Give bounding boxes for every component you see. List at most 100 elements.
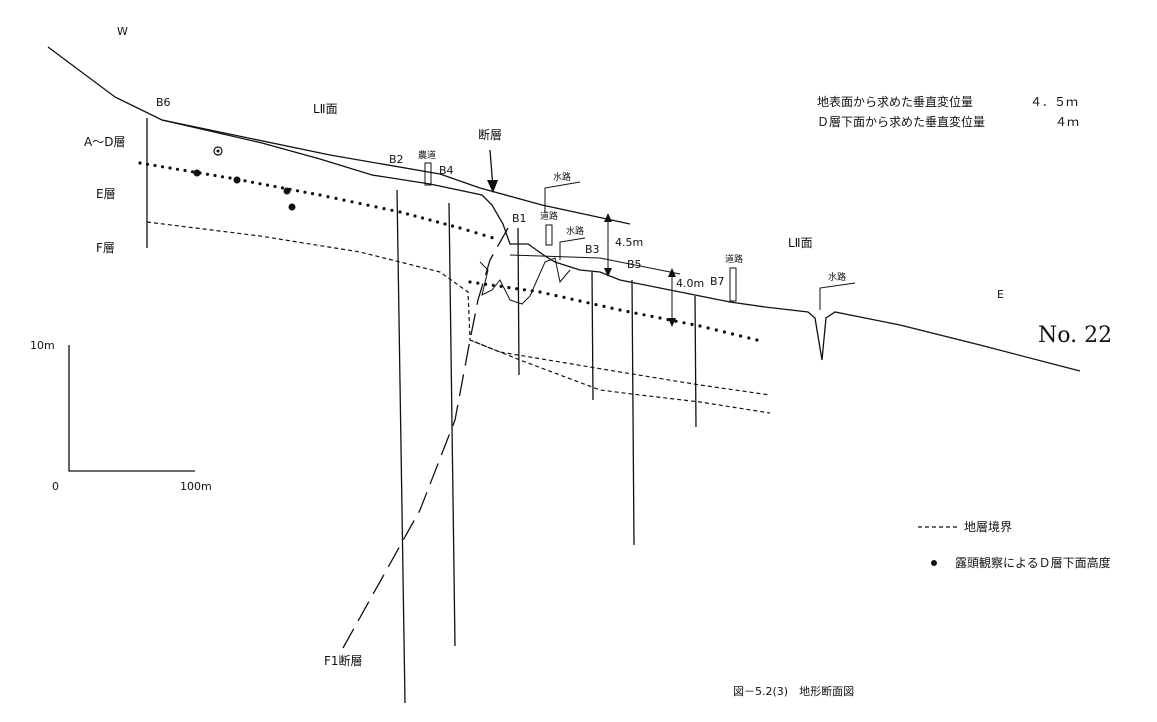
scale-bar xyxy=(68,345,195,472)
dotted-line-dot xyxy=(626,310,630,314)
offset-upper-label: 4.5m xyxy=(615,236,643,249)
dotted-line-dot xyxy=(739,334,743,338)
borehole-label-b1: B1 xyxy=(512,212,527,225)
scale-zero-label: 0 xyxy=(52,480,59,493)
dotted-line-dot xyxy=(273,184,277,189)
dotted-line-dot xyxy=(586,301,590,305)
fault-label: 断層 xyxy=(478,127,502,142)
borehole-b7-line xyxy=(694,295,697,428)
dotted-line-dot xyxy=(318,193,322,197)
road-1-label: 道路 xyxy=(540,210,558,222)
layer-boundary-lower xyxy=(469,339,771,414)
dotted-line-dot xyxy=(220,175,225,179)
dotted-line-dot xyxy=(265,183,270,187)
dotted-line-dot xyxy=(610,306,614,310)
dotted-line-dot xyxy=(602,304,606,308)
dotted-line-dot xyxy=(491,283,495,287)
dotted-line-dot xyxy=(175,167,180,171)
dotted-line-dot xyxy=(490,236,494,240)
dotted-line-dot xyxy=(714,328,718,332)
dotted-line-dot xyxy=(213,173,217,178)
dotted-line-dot xyxy=(398,210,402,214)
ground-surface-line xyxy=(47,46,1081,372)
dotted-line-dot xyxy=(205,172,210,176)
dotted-line-dot xyxy=(168,166,172,170)
dotted-line-dot xyxy=(450,224,455,228)
dotted-line-dot xyxy=(618,308,622,312)
dotted-line-dot xyxy=(280,186,285,190)
waterway-2-marker xyxy=(559,237,586,260)
dotted-line-dot xyxy=(405,212,410,216)
dotted-line-dot xyxy=(342,198,346,202)
dotted-line-dot xyxy=(650,314,654,318)
profile-number: No. 22 xyxy=(1038,323,1112,348)
dotted-line-dot xyxy=(722,330,727,334)
legend-outcrop-label: 露頭観察によるＤ層下面高度 xyxy=(955,555,1111,570)
borehole-b2-line xyxy=(396,189,406,704)
dotted-line-dot xyxy=(570,297,574,301)
dotted-line-dot xyxy=(326,195,330,199)
lower-terrace-line xyxy=(509,254,681,275)
fault-zone-steps xyxy=(479,257,571,305)
scale-horizontal-label: 100m xyxy=(180,480,212,493)
dotted-line-dot xyxy=(507,286,511,290)
dotted-line-dot xyxy=(522,288,527,292)
farm-road-label: 農道 xyxy=(418,149,436,161)
dotted-line-dot xyxy=(374,205,378,209)
dotted-line-dot xyxy=(145,162,150,166)
offset-4-5-arrow-top xyxy=(604,213,612,222)
dotted-line-dot xyxy=(303,190,307,194)
dotted-line-dot xyxy=(578,299,582,303)
road-1-marker xyxy=(545,224,553,246)
waterway-1-marker xyxy=(544,181,581,212)
dotted-line-dot xyxy=(476,281,480,285)
borehole-label-b2: B2 xyxy=(389,153,404,166)
road-2-label: 道路 xyxy=(725,253,743,265)
road-2-marker xyxy=(729,267,737,302)
surface-label-left: LⅡ面 xyxy=(313,102,338,116)
scarp-upper-line xyxy=(161,119,631,225)
displacement-d-label: Ｄ層下面から求めた垂直変位量 xyxy=(817,114,985,129)
dotted-line-dot xyxy=(642,313,646,317)
offset-4-0-arrow-bottom xyxy=(668,318,676,327)
dotted-line-dot xyxy=(250,180,255,184)
dotted-line-dot xyxy=(258,182,262,186)
borehole-b1-line xyxy=(517,227,520,376)
waterway-3-label: 水路 xyxy=(828,271,846,283)
dotted-line-dot xyxy=(243,179,247,183)
dotted-line-dot xyxy=(190,170,195,174)
dotted-line-dot xyxy=(546,292,550,296)
dotted-line-dot xyxy=(382,207,386,211)
outcrop-point xyxy=(288,203,296,211)
displacement-surface-label: 地表面から求めた垂直変位量 xyxy=(817,94,973,109)
outcrop-point xyxy=(233,176,241,184)
figure-caption: 図－5.2(3) 地形断面図 xyxy=(733,684,854,698)
borehole-label-b3: B3 xyxy=(585,243,600,256)
f1-fault-label: F1断層 xyxy=(324,653,363,668)
dotted-line-dot xyxy=(153,163,157,168)
scale-vertical-label: 10m xyxy=(30,339,55,352)
legend-boundary-label: 地層境界 xyxy=(964,519,1012,534)
borehole-b3-line xyxy=(591,271,594,401)
dotted-line-dot xyxy=(138,161,142,165)
dotted-line-dot xyxy=(443,222,447,226)
layer-label-e: E層 xyxy=(96,187,116,201)
dotted-line-dot xyxy=(755,338,759,342)
dotted-line-dot xyxy=(413,214,417,218)
dotted-line-dot xyxy=(730,332,735,336)
waterway-2-label: 水路 xyxy=(566,225,584,237)
dotted-line-dot xyxy=(482,233,486,237)
dotted-line-dot xyxy=(458,226,462,230)
layer-label-f: F層 xyxy=(96,241,115,255)
surface-label-right: LⅡ面 xyxy=(788,236,813,250)
dotted-line-dot xyxy=(499,284,503,288)
dotted-line-dot xyxy=(366,203,370,207)
direction-west: W xyxy=(117,25,128,38)
dotted-line-dot xyxy=(358,201,362,206)
dotted-line-dot xyxy=(682,321,686,325)
outcrop-point-marked xyxy=(213,146,223,156)
borehole-label-b6: B6 xyxy=(156,96,171,109)
dotted-line-dot xyxy=(658,316,662,320)
dotted-line-dot xyxy=(228,176,232,180)
